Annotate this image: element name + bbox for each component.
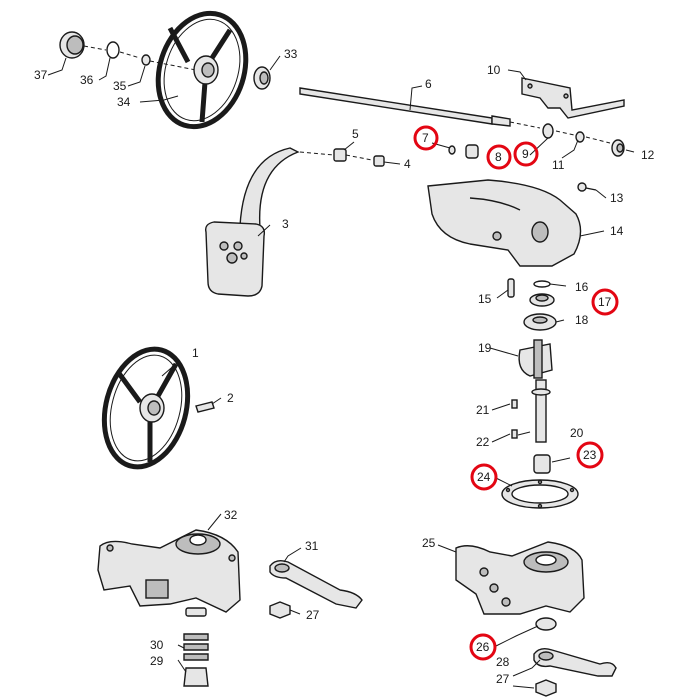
highlight-ring-23: [576, 441, 604, 469]
callout-35: 35: [113, 79, 127, 93]
callout-17: 17: [598, 295, 612, 309]
callout-18: 18: [575, 313, 589, 327]
callout-11: 11: [552, 158, 565, 172]
callout-8: 8: [495, 150, 502, 164]
part-3-column-cover: [204, 147, 300, 297]
part-33-bush: [253, 66, 271, 90]
part-5-fitting: [333, 148, 347, 162]
part-16-circlip: [533, 280, 551, 288]
part-29-cap: [183, 667, 209, 687]
callout-2: 2: [227, 391, 234, 405]
part-27-nut-right: [535, 679, 557, 697]
callout-34: 34: [117, 95, 131, 109]
callout-31: 31: [305, 539, 319, 553]
highlight-ring-17: [591, 288, 619, 316]
callout-7: 7: [422, 131, 429, 145]
highlight-ring-24: [470, 463, 498, 491]
part-15-pin: [507, 278, 515, 298]
callout-24: 24: [477, 470, 491, 484]
highlight-ring-26: [469, 633, 497, 661]
part-1-steering-wheel: [101, 346, 191, 470]
part-31-steering-arm: [269, 559, 363, 609]
part-25-gearbox-housing: [455, 541, 585, 615]
part-35-nut: [141, 54, 151, 66]
callout-20: 20: [570, 426, 584, 440]
highlight-ring-8: [486, 144, 512, 170]
callout-27-right: 27: [496, 672, 510, 686]
part-22-key: [511, 429, 518, 439]
highlight-ring-7: [413, 125, 439, 151]
part-4-fitting: [373, 155, 385, 167]
part-21-key: [511, 399, 518, 409]
callout-6: 6: [425, 77, 432, 91]
callout-28: 28: [496, 655, 510, 669]
part-27-nut-left: [269, 601, 291, 619]
callout-22: 22: [476, 435, 490, 449]
callout-12: 12: [641, 148, 655, 162]
callout-19: 19: [478, 341, 492, 355]
part-7-spacer: [448, 145, 456, 155]
part-13-bolt: [577, 182, 597, 192]
callout-1: 1: [192, 346, 199, 360]
callout-32: 32: [224, 508, 238, 522]
callout-10: 10: [487, 63, 501, 77]
part-6-shaft: [299, 87, 511, 127]
callout-30: 30: [150, 638, 164, 652]
callout-25: 25: [422, 536, 436, 550]
part-23-bushing: [533, 454, 551, 474]
part-8-bushing: [465, 144, 479, 159]
part-34-steering-wheel: [155, 10, 249, 130]
part-24-gasket: [501, 479, 579, 509]
callout-27-left: 27: [306, 608, 320, 622]
callout-23: 23: [583, 448, 597, 462]
part-17-bearing: [529, 293, 555, 307]
part-9-ring: [542, 123, 554, 139]
part-19-gear: [518, 339, 553, 379]
part-2-key: [195, 401, 215, 413]
callout-16: 16: [575, 280, 589, 294]
part-14-housing: [427, 179, 582, 267]
part-26-seal: [535, 617, 557, 631]
callout-9: 9: [522, 147, 529, 161]
highlight-ring-9: [513, 141, 539, 167]
callout-15: 15: [478, 292, 492, 306]
callout-26: 26: [476, 640, 490, 654]
callout-3: 3: [282, 217, 289, 231]
part-32-gearbox-housing: [97, 529, 241, 613]
callout-13: 13: [610, 191, 624, 205]
callout-36: 36: [80, 73, 94, 87]
callout-37: 37: [34, 68, 48, 82]
callout-5: 5: [352, 127, 359, 141]
part-28-steering-arm: [533, 647, 617, 677]
part-20-shaft: [531, 379, 551, 443]
part-18-seal: [523, 313, 557, 331]
callout-29: 29: [150, 654, 164, 668]
part-30-spring: [183, 607, 209, 661]
highlight-rings: [413, 125, 619, 661]
callout-21: 21: [476, 403, 490, 417]
part-10-bracket: [521, 77, 625, 119]
callout-33: 33: [284, 47, 298, 61]
callout-4: 4: [404, 157, 411, 171]
part-11-washer: [575, 131, 585, 143]
part-37-cap: [59, 31, 85, 59]
part-12-bearing: [611, 139, 625, 157]
part-36-ring: [106, 41, 120, 59]
callout-14: 14: [610, 224, 624, 238]
